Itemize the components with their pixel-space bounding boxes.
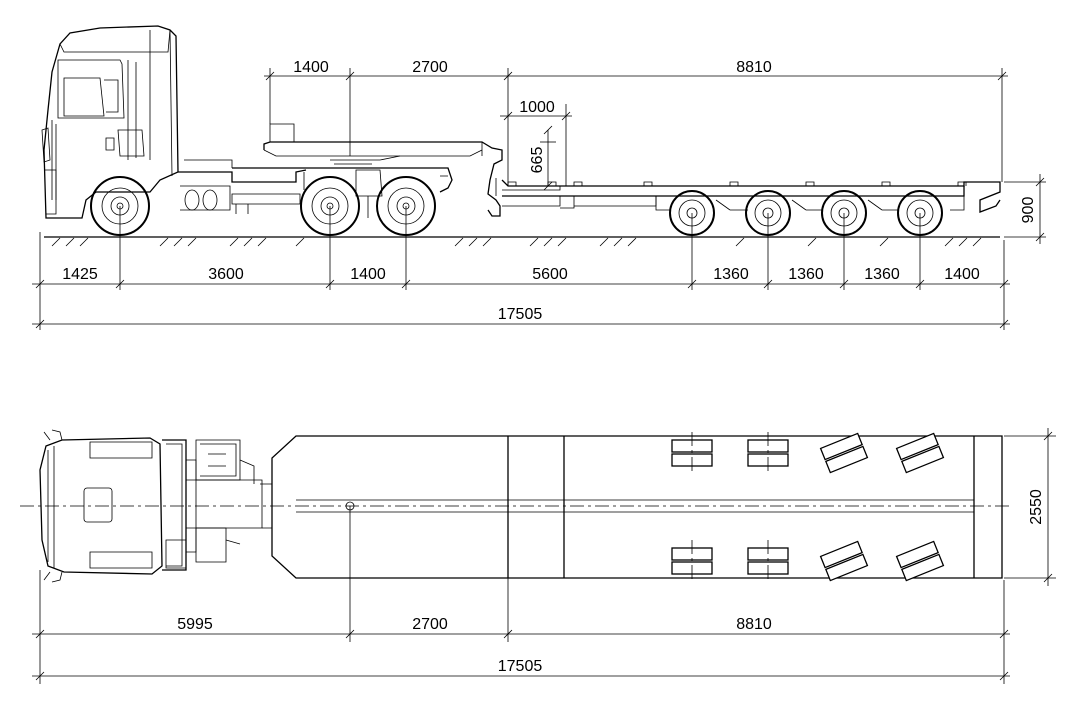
tractor-chassis <box>178 159 453 218</box>
side-dim-1360-c: 1360 <box>864 266 900 283</box>
side-dim-665: 665 <box>529 147 546 174</box>
side-dim-1400-rear: 1400 <box>944 266 980 283</box>
plan-cab <box>39 429 163 583</box>
plan-right-dimension <box>1004 428 1056 586</box>
side-dim-8810-top: 8810 <box>736 59 772 76</box>
side-dim-1400-bottom: 1400 <box>350 266 386 283</box>
ground-line <box>44 236 1000 247</box>
trailer-gooseneck <box>263 123 503 217</box>
plan-wheel-group-4-top <box>895 432 945 474</box>
plan-dim-total: 17505 <box>498 658 543 675</box>
side-dim-3600: 3600 <box>208 266 244 283</box>
plan-dim-2550: 2550 <box>1028 489 1045 525</box>
side-dim-total: 17505 <box>498 306 543 323</box>
side-dim-1400-top: 1400 <box>293 59 329 76</box>
plan-view: 2550 5995 2700 8810 17505 <box>20 428 1056 684</box>
side-dim-5600: 5600 <box>532 266 568 283</box>
side-dim-1000: 1000 <box>519 99 555 116</box>
plan-wheel-group-2-top <box>747 432 789 474</box>
trailer-deck <box>501 179 1001 213</box>
plan-dim-2700: 2700 <box>412 616 448 633</box>
side-right-dimension <box>1004 174 1046 244</box>
plan-bottom-dimensions <box>32 506 1010 684</box>
plan-wheel-group-3-top <box>819 432 869 474</box>
plan-wheel-group-4-bottom <box>895 540 945 582</box>
plan-wheel-group-1-bottom <box>671 540 713 582</box>
side-bottom-dimensions <box>32 206 1010 330</box>
plan-tractor-frame <box>162 439 273 571</box>
plan-dim-8810: 8810 <box>736 616 772 633</box>
plan-dim-5995: 5995 <box>177 616 213 633</box>
tractor-cab <box>41 25 179 219</box>
plan-wheel-group-1-top <box>671 432 713 474</box>
side-dim-1425: 1425 <box>62 266 98 283</box>
side-dim-2700-top: 2700 <box>412 59 448 76</box>
plan-wheel-group-3-bottom <box>819 540 869 582</box>
side-view: 1400 2700 8810 1000 665 900 <box>32 25 1046 330</box>
side-dim-1360-a: 1360 <box>713 266 749 283</box>
side-top-dimensions <box>264 68 1008 191</box>
side-dim-1360-b: 1360 <box>788 266 824 283</box>
plan-wheel-group-2-bottom <box>747 540 789 582</box>
plan-wheels <box>671 432 945 582</box>
side-dim-900: 900 <box>1020 197 1037 224</box>
plan-trailer-body <box>271 435 1003 579</box>
